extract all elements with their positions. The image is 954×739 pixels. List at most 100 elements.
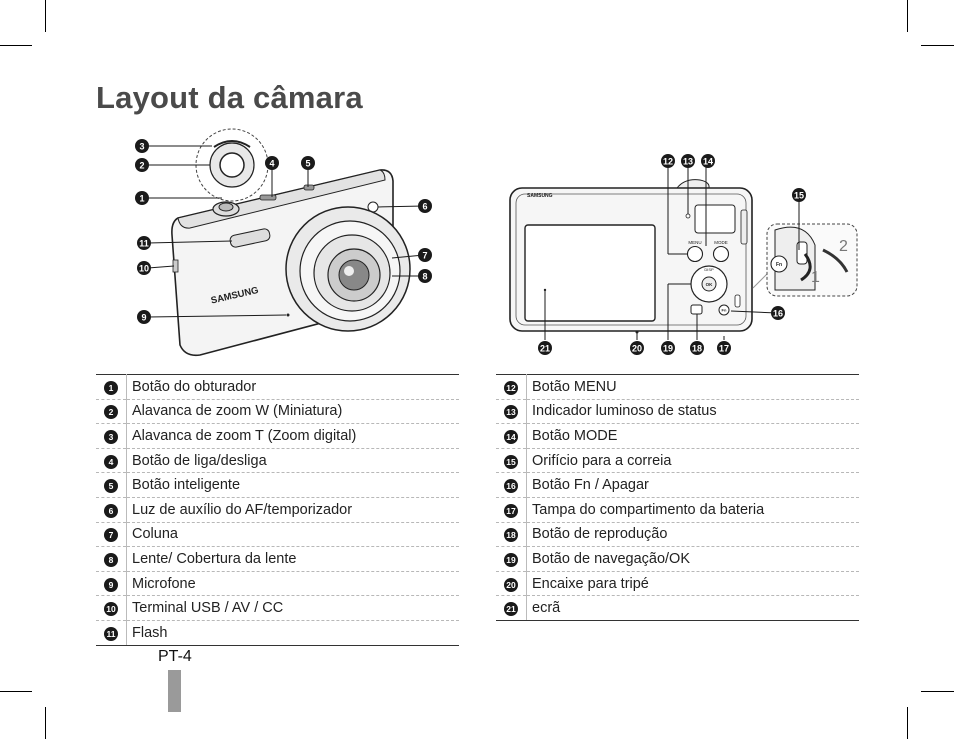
crop-mark [921, 691, 954, 692]
legend-row: 17 Tampa do compartimento da bateria [496, 497, 859, 523]
svg-text:2: 2 [139, 161, 144, 171]
crop-mark [45, 707, 46, 739]
svg-text:3: 3 [139, 142, 144, 152]
crop-mark [907, 707, 908, 739]
legend-label: Botão do obturador [126, 374, 459, 400]
svg-text:Fn: Fn [722, 308, 727, 313]
svg-text:6: 6 [422, 202, 427, 212]
legend-number-badge: 15 [504, 454, 518, 469]
callout-15: 15 [792, 188, 806, 202]
legend-label: Botão MODE [526, 423, 859, 449]
svg-text:13: 13 [683, 157, 693, 167]
camera-back-illustration: SAMSUNG MENU MODE OK DISP Fn Fn 2 1 12 1… [509, 154, 858, 355]
legend-number-badge: 12 [504, 380, 518, 395]
callout-2: 2 [135, 158, 149, 172]
legend-label: Botão de reprodução [526, 522, 859, 548]
svg-text:7: 7 [422, 251, 427, 261]
legend-number-badge: 14 [504, 429, 518, 444]
legend-label: Alavanca de zoom W (Miniatura) [126, 399, 459, 425]
svg-text:4: 4 [269, 159, 274, 169]
svg-text:DISP: DISP [704, 267, 714, 272]
svg-text:1: 1 [811, 269, 820, 286]
legend-label: Botão MENU [526, 374, 859, 400]
callout-16: 16 [771, 306, 785, 320]
legend-row: 1 Botão do obturador [96, 374, 459, 400]
callout-20: 20 [630, 341, 644, 355]
svg-text:OK: OK [706, 282, 714, 287]
svg-text:19: 19 [663, 344, 673, 354]
svg-text:9: 9 [141, 313, 146, 323]
legend-label: Orifício para a correia [526, 448, 859, 474]
legend-label: Botão de navegação/OK [526, 546, 859, 572]
legend-label: Indicador luminoso de status [526, 399, 859, 425]
legend-row: 3 Alavanca de zoom T (Zoom digital) [96, 423, 459, 449]
svg-text:20: 20 [632, 344, 642, 354]
svg-text:2: 2 [839, 238, 848, 255]
legend-number-badge: 20 [504, 577, 518, 592]
legend-number-badge: 16 [504, 479, 518, 494]
legend-number-badge: 8 [104, 552, 118, 567]
legend-row: 8 Lente/ Cobertura da lente [96, 546, 459, 572]
callout-19: 19 [661, 341, 675, 355]
legend-number-badge: 5 [104, 479, 118, 494]
legend-row: 14 Botão MODE [496, 423, 859, 449]
legend-number-badge: 2 [104, 405, 118, 420]
legend-number-badge: 13 [504, 405, 518, 420]
camera-front-illustration: SAMSUNG 3 2 1 4 5 6 7 8 9 10 11 [135, 128, 432, 357]
legend-row: 19 Botão de navegação/OK [496, 546, 859, 572]
callout-5: 5 [301, 156, 315, 170]
svg-text:1: 1 [139, 194, 144, 204]
callout-13: 13 [681, 154, 695, 168]
legend-row: 12 Botão MENU [496, 374, 859, 400]
callout-4: 4 [265, 156, 279, 170]
legend-label: Lente/ Cobertura da lente [126, 546, 459, 572]
legend-number-badge: 3 [104, 429, 118, 444]
legend-number-badge: 1 [104, 380, 118, 395]
callout-14: 14 [701, 154, 715, 168]
callout-11: 11 [137, 236, 151, 250]
legend-label: ecrã [526, 595, 859, 621]
legend-number-badge: 4 [104, 454, 118, 469]
legend-number-badge: 10 [104, 602, 118, 617]
legend-label: Terminal USB / AV / CC [126, 595, 459, 621]
legend-label: Tampa do compartimento da bateria [526, 497, 859, 523]
legend-number-badge: 17 [504, 503, 518, 518]
legend-table-back: 12 Botão MENU 13 Indicador luminoso de stat… [496, 374, 859, 621]
legend-row: 21 ecrã [496, 595, 859, 621]
legend-row: 11 Flash [96, 620, 459, 646]
legend-row: 2 Alavanca de zoom W (Miniatura) [96, 399, 459, 425]
svg-text:16: 16 [773, 309, 783, 319]
legend-number-badge: 18 [504, 528, 518, 543]
crop-mark [45, 0, 46, 32]
callout-3: 3 [135, 139, 149, 153]
legend-table-front: 1 Botão do obturador 2 Alavanca de zoom W (… [96, 374, 459, 646]
legend-label: Alavanca de zoom T (Zoom digital) [126, 423, 459, 449]
legend-number-badge: 9 [104, 577, 118, 592]
legend-number-badge: 19 [504, 552, 518, 567]
page-tab-marker [168, 670, 181, 712]
crop-mark [0, 691, 32, 692]
svg-text:Fn: Fn [776, 262, 782, 268]
legend-number-badge: 21 [504, 602, 518, 617]
legend-label: Encaixe para tripé [526, 571, 859, 597]
crop-mark [0, 45, 32, 46]
svg-text:21: 21 [540, 344, 550, 354]
svg-text:8: 8 [422, 272, 427, 282]
legend-label: Flash [126, 620, 459, 646]
callout-9: 9 [137, 310, 151, 324]
callout-8: 8 [418, 269, 432, 283]
legend-label: Botão de liga/desliga [126, 448, 459, 474]
svg-text:12: 12 [663, 157, 673, 167]
legend-row: 18 Botão de reprodução [496, 522, 859, 548]
svg-text:MENU: MENU [688, 240, 701, 245]
callout-10: 10 [137, 261, 151, 275]
crop-mark [907, 0, 908, 32]
legend-number-badge: 7 [104, 528, 118, 543]
legend-number-badge: 11 [104, 626, 118, 641]
legend-row: 20 Encaixe para tripé [496, 571, 859, 597]
legend-row: 15 Orifício para a correia [496, 448, 859, 474]
